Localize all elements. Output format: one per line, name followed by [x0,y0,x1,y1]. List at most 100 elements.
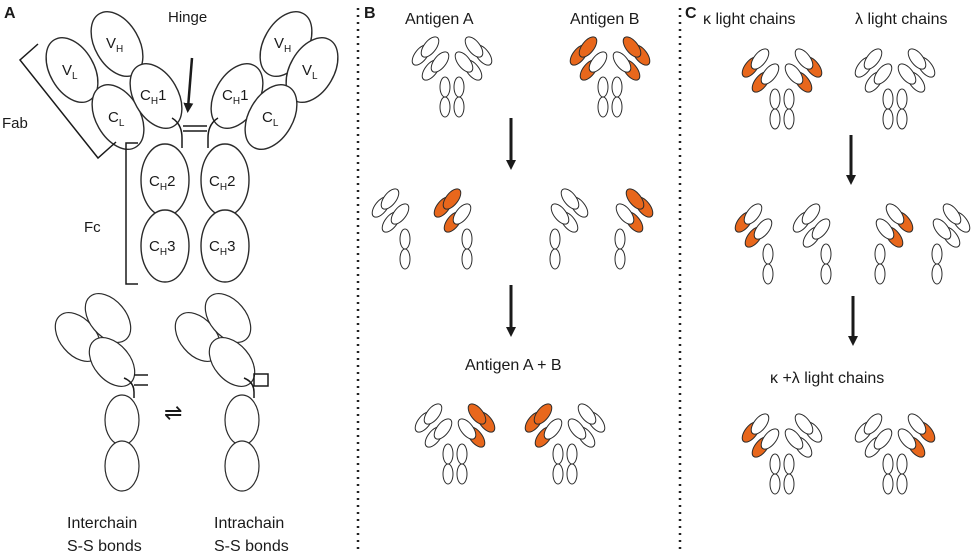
panel-b-row1-antibodies [411,36,651,118]
heavy-chain-ch1-domain [588,51,608,73]
heavy-chain-ch3-domain [549,248,561,270]
half-antibody-glyph [896,48,936,130]
vh-label-left: VH [106,35,123,55]
heavy-chain-ch1-domain [760,63,780,85]
heavy-chain-ch3-domain [461,248,473,270]
heavy-chain-variable-domain [750,48,770,70]
half-antibody-glyph [453,36,493,118]
heavy-chain-ch2-domain [597,76,609,98]
half-antibody-glyph [896,413,936,495]
half-antibody-intrachain [174,293,269,492]
half-antibody-glyph [371,188,411,270]
ch3-domain-right [200,209,250,283]
intrachain-label-line2: S-S bonds [214,538,289,555]
hinge-region: Hinge [168,9,219,148]
heavy-chain-ch1-domain [430,51,450,73]
fab-label: Fab [2,115,28,132]
antigen-a-label: Antigen A [405,11,474,28]
heavy-chain-ch2-domain [453,76,465,98]
antigen-ab-label: Antigen A + B [465,357,562,374]
ch3-label-right: CH3 [209,238,235,258]
half-antibody-glyph [614,188,654,270]
heavy-chain-variable-domain [907,48,927,70]
panel-b-row3-bispecific-antibodies [414,403,606,485]
half-antibody-glyph [854,48,894,130]
hinge-label: Hinge [168,9,207,26]
panel-c-row3-dual-light-chain-antibodies [741,413,936,495]
heavy-chain-ch3-domain [882,108,894,130]
heavy-chain-ch2-domain [931,243,943,265]
panel-b-label: B [364,5,376,22]
heavy-chain-ch3-domain [769,473,781,495]
fc-label: Fc [84,219,101,236]
half-antibody-glyph [611,36,651,118]
cl-label-left: CL [108,109,125,129]
half-antibody-glyph [569,36,609,118]
half-antibody-glyph [433,188,473,270]
heavy-chain-ch2-domain [552,443,564,465]
heavy-chain-variable-domain [794,48,814,70]
ch1-label-left: CH1 [140,87,166,107]
intrachain-label-line1: Intrachain [214,515,284,532]
half-antibody-glyph [792,203,832,285]
heavy-chain-ch2-domain [882,88,894,110]
heavy-chain-ch1-domain [567,418,587,440]
heavy-chain-ch2-domain [549,228,561,250]
equilibrium-arrows: ⇌ [164,400,182,425]
heavy-chain-ch2-domain [896,88,908,110]
heavy-chain-ch1-domain [897,428,917,450]
heavy-chain-variable-domain [467,403,487,425]
heavy-chain-variable-domain [801,203,821,225]
heavy-chain-ch1-domain [753,218,773,240]
heavy-chain-ch2-domain [820,243,832,265]
half-antibody-glyph [741,48,781,130]
antigen-b-label: Antigen B [570,11,639,28]
fab-right-arm: VH VL CH1 CL [210,11,339,150]
heavy-chain-ch1-domain [452,203,472,225]
interchain-label-line1: Interchain [67,515,137,532]
heavy-chain-ch3-domain [456,463,468,485]
half-antibody-glyph [734,203,774,285]
vl-label-left: VL [62,62,78,82]
heavy-chain-ch3-domain [614,248,626,270]
heavy-chain-variable-domain [578,36,598,58]
half-antibody-glyph [874,203,914,285]
half-antibody-glyph [524,403,564,485]
heavy-chain-variable-domain [743,203,763,225]
fab-left-arm: VH VL CH1 CL [45,11,183,150]
cl-label-right: CL [262,109,279,129]
heavy-chain-ch1-domain [390,203,410,225]
heavy-chain-ch1-domain [615,203,635,225]
heavy-chain-ch2-domain [442,443,454,465]
heavy-chain-variable-domain [907,413,927,435]
panel-b-row2-half-antibodies [371,188,654,270]
heavy-chain-ch1-domain [932,218,952,240]
panel-a: A VH VL CH1 CL VH VL CH1 CL [2,5,339,555]
heavy-chain-ch2-domain [762,243,774,265]
heavy-chain-variable-domain [442,188,462,210]
heavy-chain-ch2-domain [611,76,623,98]
heavy-chain-ch3-domain [931,263,943,285]
heavy-chain-ch2-domain [769,453,781,475]
kappa-label: κ light chains [703,11,796,28]
heavy-chain-ch3-domain [820,263,832,285]
half-antibody-glyph [566,403,606,485]
heavy-chain-ch1-domain [897,63,917,85]
heavy-chain-ch2-domain [439,76,451,98]
lambda-label: λ light chains [855,11,948,28]
cl-domain-right [244,84,298,150]
vl-domain-left [45,37,99,103]
heavy-chain-ch1-domain [550,203,570,225]
heavy-chain-ch1-domain [811,218,831,240]
ch3-domain-left [140,209,190,283]
heavy-chain-variable-domain [942,203,962,225]
heavy-chain-ch2-domain [896,453,908,475]
heavy-chain-ch3-domain [442,463,454,485]
heavy-chain-ch2-domain [783,88,795,110]
heavy-chain-ch3-domain [611,96,623,118]
heavy-chain-ch2-domain [614,228,626,250]
heavy-chain-ch3-domain [597,96,609,118]
heavy-chain-ch3-domain [453,96,465,118]
half-antibody-glyph [854,413,894,495]
heavy-chain-variable-domain [863,413,883,435]
